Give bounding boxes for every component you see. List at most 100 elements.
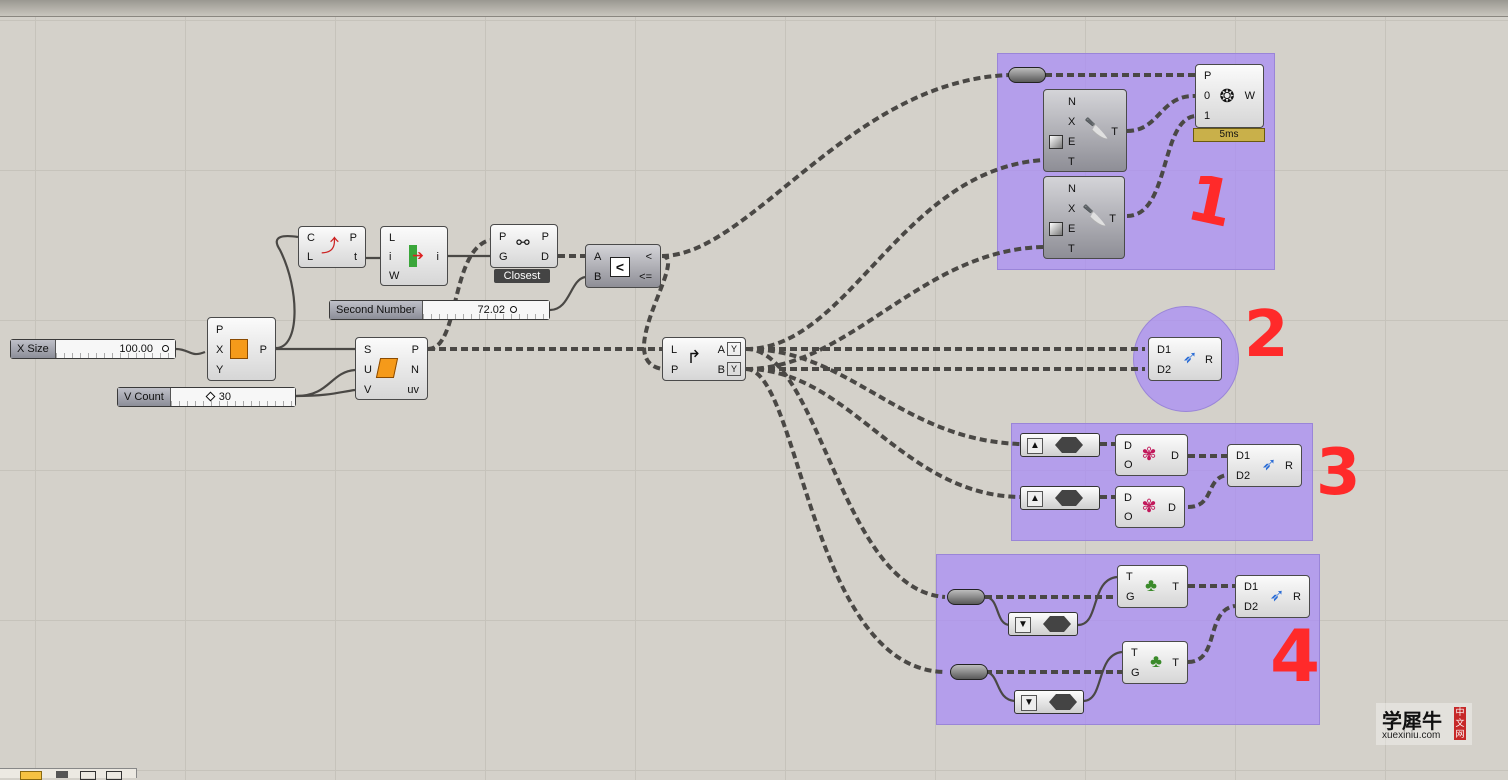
timer-input-1[interactable]: 1: [1204, 110, 1211, 122]
tree-bottom-input-n[interactable]: N: [1068, 183, 1076, 195]
group4-top-component[interactable]: T G ♣ T: [1117, 565, 1188, 608]
group4-bottom-input-g[interactable]: G: [1131, 667, 1140, 679]
tree-top-checkbox-icon[interactable]: [1049, 135, 1063, 149]
closest-points-output-d[interactable]: D: [541, 251, 549, 263]
x-size-slider[interactable]: X Size 100.00: [10, 339, 176, 359]
tree-bottom-checkbox-icon[interactable]: [1049, 222, 1063, 236]
rectangle-input-y[interactable]: Y: [216, 364, 224, 376]
timer-output-w[interactable]: W: [1244, 90, 1255, 102]
list-item-output-i[interactable]: i: [436, 251, 439, 263]
tree-top-input-n[interactable]: N: [1068, 96, 1076, 108]
tree-bottom-output-t[interactable]: T: [1109, 213, 1116, 225]
tree-top-input-t[interactable]: T: [1068, 156, 1075, 168]
group4-toggle-top[interactable]: [947, 589, 985, 605]
tree-top-input-x[interactable]: X: [1068, 116, 1076, 128]
closest-points-output-p[interactable]: P: [541, 231, 549, 243]
group3-bottom-component[interactable]: D O ✾ D: [1115, 486, 1185, 528]
closest-points-input-p[interactable]: P: [499, 231, 507, 243]
anemone-2-output-r[interactable]: R: [1205, 354, 1213, 366]
toolbar-tool3-icon[interactable]: [106, 771, 122, 780]
smaller-than-output-le[interactable]: <=: [639, 271, 652, 283]
surface-divide-input-s[interactable]: S: [364, 344, 372, 356]
tree-bottom-component[interactable]: N X E T 🔪 T: [1043, 176, 1125, 259]
group3-top-input-d[interactable]: D: [1124, 440, 1132, 452]
anemone-4-input-d1[interactable]: D1: [1244, 581, 1259, 593]
rectangle-component[interactable]: P X Y P: [207, 317, 276, 381]
evaluate-length-output-p[interactable]: P: [349, 232, 357, 244]
smaller-than-input-b[interactable]: B: [594, 271, 602, 283]
closest-points-input-g[interactable]: G: [499, 251, 508, 263]
evaluate-length-output-t[interactable]: t: [353, 251, 357, 263]
surface-divide-output-p[interactable]: P: [411, 344, 419, 356]
group3-button-bottom[interactable]: ▲: [1020, 486, 1100, 510]
toolbar-folder-icon[interactable]: [20, 771, 42, 780]
group4-bottom-component[interactable]: T G ♣ T: [1122, 641, 1188, 684]
toolbar-tool2-icon[interactable]: [80, 771, 96, 780]
anemone-3-output-r[interactable]: R: [1285, 460, 1293, 472]
group3-bottom-output-d[interactable]: D: [1168, 502, 1176, 514]
group3-bottom-input-d[interactable]: D: [1124, 492, 1132, 504]
v-count-track[interactable]: 30: [170, 388, 295, 406]
second-number-slider[interactable]: Second Number 72.02: [329, 300, 550, 320]
smaller-than-output-lt[interactable]: <: [645, 251, 652, 263]
tree-top-output-t[interactable]: T: [1111, 126, 1118, 138]
anemone-2-input-d2[interactable]: D2: [1157, 364, 1172, 376]
closest-points-component[interactable]: P G ⚯ P D: [490, 224, 558, 268]
surface-divide-input-v[interactable]: V: [364, 384, 372, 396]
tree-bottom-input-x[interactable]: X: [1068, 203, 1076, 215]
group4-toggle-bottom[interactable]: [950, 664, 988, 680]
dispatch-input-p[interactable]: P: [671, 364, 679, 376]
smaller-than-component[interactable]: A B < < <=: [585, 244, 661, 288]
surface-divide-input-u[interactable]: U: [364, 364, 372, 376]
toolbar-tool-icon[interactable]: [56, 771, 68, 778]
rectangle-input-p[interactable]: P: [216, 324, 224, 336]
dispatch-input-l[interactable]: L: [671, 344, 678, 356]
group1-toggle[interactable]: [1008, 67, 1046, 83]
evaluate-length-input-c[interactable]: C: [307, 232, 315, 244]
list-item-component[interactable]: L i W ➔ i: [380, 226, 448, 286]
group3-button-top[interactable]: ▲: [1020, 433, 1100, 457]
anemone-2-component[interactable]: D1 D2 ➶ R: [1148, 337, 1222, 381]
second-number-track[interactable]: 72.02: [422, 301, 549, 319]
anemone-4-output-r[interactable]: R: [1293, 591, 1301, 603]
group3-top-component[interactable]: D O ✾ D: [1115, 434, 1188, 476]
group4-top-output-t[interactable]: T: [1172, 581, 1179, 593]
timer-input-p[interactable]: P: [1204, 70, 1212, 82]
group4-bottom-input-t[interactable]: T: [1131, 647, 1138, 659]
evaluate-length-input-l[interactable]: L: [307, 251, 314, 263]
dispatch-component[interactable]: L P ↱ A B Y Y: [662, 337, 746, 381]
surface-divide-output-uv[interactable]: uv: [407, 384, 419, 396]
rectangle-output-p[interactable]: P: [259, 344, 267, 356]
x-size-knob[interactable]: [162, 345, 169, 352]
surface-divide-output-n[interactable]: N: [411, 364, 419, 376]
list-item-input-i[interactable]: i: [389, 251, 392, 263]
smaller-than-input-a[interactable]: A: [594, 251, 602, 263]
tree-top-component[interactable]: N X E T 🔪 T: [1043, 89, 1127, 172]
tree-bottom-input-t[interactable]: T: [1068, 243, 1075, 255]
group3-top-input-o[interactable]: O: [1124, 459, 1133, 471]
group4-bottom-output-t[interactable]: T: [1172, 657, 1179, 669]
list-item-input-w[interactable]: W: [389, 270, 400, 282]
anemone-3-component[interactable]: D1 D2 ➶ R: [1227, 444, 1302, 487]
tree-top-input-e[interactable]: E: [1068, 136, 1076, 148]
group4-button-top[interactable]: ▼: [1008, 612, 1078, 636]
v-count-slider[interactable]: V Count 30: [117, 387, 296, 407]
v-count-knob[interactable]: [205, 391, 216, 402]
surface-divide-component[interactable]: S U V P N uv: [355, 337, 428, 400]
anemone-2-input-d1[interactable]: D1: [1157, 344, 1172, 356]
group3-bottom-input-o[interactable]: O: [1124, 511, 1133, 523]
dispatch-output-a[interactable]: A: [717, 344, 725, 356]
dispatch-output-b[interactable]: B: [717, 364, 725, 376]
rectangle-input-x[interactable]: X: [216, 344, 224, 356]
anemone-4-component[interactable]: D1 D2 ➶ R: [1235, 575, 1310, 618]
group4-top-input-g[interactable]: G: [1126, 591, 1135, 603]
tree-bottom-input-e[interactable]: E: [1068, 223, 1076, 235]
group4-top-input-t[interactable]: T: [1126, 571, 1133, 583]
timer-component[interactable]: P 0 1 ❂ W: [1195, 64, 1264, 128]
x-size-track[interactable]: 100.00: [55, 340, 175, 358]
list-item-input-l[interactable]: L: [389, 232, 396, 244]
anemone-3-input-d1[interactable]: D1: [1236, 450, 1251, 462]
group3-top-output-d[interactable]: D: [1171, 450, 1179, 462]
anemone-3-input-d2[interactable]: D2: [1236, 470, 1251, 482]
timer-input-0[interactable]: 0: [1204, 90, 1211, 102]
